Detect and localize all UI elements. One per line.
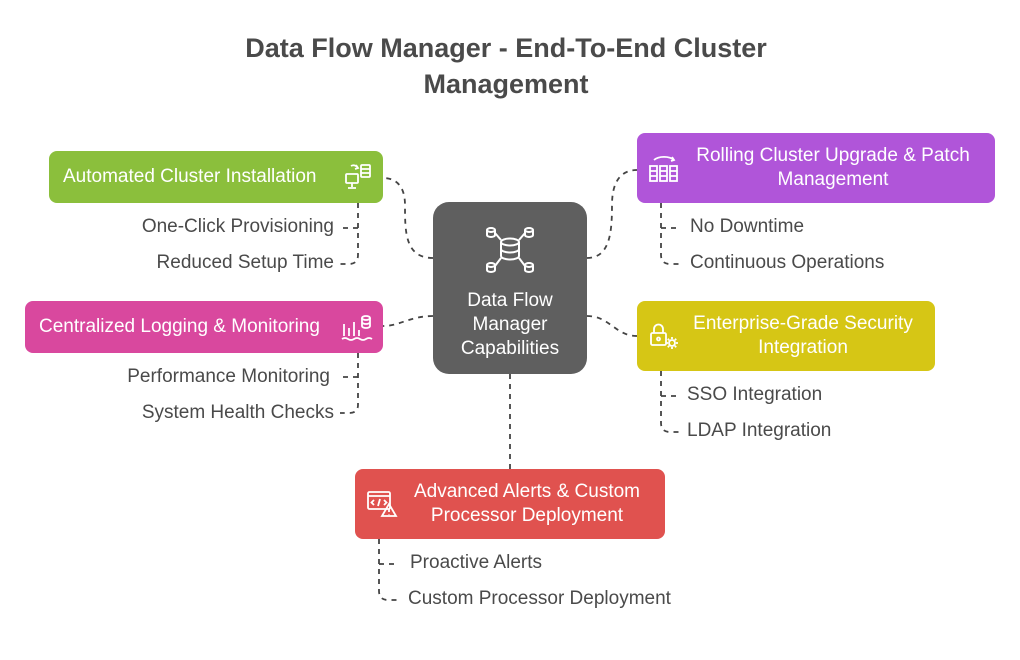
sub-proactive-alerts: Proactive Alerts bbox=[410, 552, 542, 573]
connector-center-rolling bbox=[586, 169, 638, 259]
connector-logging-children bbox=[340, 353, 359, 414]
sub-custom-processor-deployment: Custom Processor Deployment bbox=[408, 588, 671, 609]
sub-system-health-checks: System Health Checks bbox=[141, 402, 334, 423]
diagram-title: Data Flow Manager - End-To-End Cluster M… bbox=[245, 33, 767, 99]
code-warning-icon bbox=[365, 489, 399, 519]
sub-one-click-provisioning: One-Click Provisioning bbox=[141, 216, 334, 237]
server-setup-icon bbox=[343, 162, 373, 192]
branch-label: Advanced Alerts & Custom Processor Deplo… bbox=[414, 481, 640, 526]
chart-database-icon bbox=[341, 312, 373, 342]
connector-automated-children bbox=[340, 203, 359, 265]
sub-sso-integration: SSO Integration bbox=[687, 384, 823, 405]
branch-advanced-alerts: Advanced Alerts & Custom Processor Deplo… bbox=[355, 469, 665, 539]
sub-ldap-integration: LDAP Integration bbox=[687, 420, 832, 441]
branch-automated-cluster-installation: Automated Cluster Installation bbox=[49, 151, 383, 203]
connector-rolling-children bbox=[660, 203, 680, 265]
connector-security-children bbox=[660, 371, 680, 433]
center-label: Data Flow Manager Capabilities bbox=[460, 290, 560, 359]
branch-centralized-logging-monitoring: Centralized Logging & Monitoring bbox=[25, 301, 383, 353]
sub-performance-monitoring: Performance Monitoring bbox=[127, 366, 330, 387]
database-network-icon bbox=[483, 224, 537, 281]
sub-continuous-operations: Continuous Operations bbox=[690, 252, 885, 273]
branch-rolling-cluster-upgrade: Rolling Cluster Upgrade & Patch Manageme… bbox=[637, 133, 995, 203]
sub-no-downtime: No Downtime bbox=[690, 216, 805, 237]
branch-label: Centralized Logging & Monitoring bbox=[39, 316, 320, 337]
center-node: Data Flow Manager Capabilities bbox=[433, 202, 587, 374]
lock-gear-icon bbox=[647, 321, 681, 351]
cluster-refresh-icon bbox=[647, 152, 681, 184]
connector-center-automated bbox=[382, 177, 434, 259]
connector-center-security bbox=[586, 315, 638, 337]
connector-center-logging bbox=[382, 315, 434, 327]
branch-label: Automated Cluster Installation bbox=[63, 166, 317, 187]
branch-label: Rolling Cluster Upgrade & Patch Manageme… bbox=[696, 145, 970, 190]
connector-alerts-children bbox=[378, 539, 398, 601]
branch-label: Enterprise-Grade Security Integration bbox=[693, 313, 913, 358]
branch-enterprise-security: Enterprise-Grade Security Integration bbox=[637, 301, 935, 371]
sub-reduced-setup-time: Reduced Setup Time bbox=[156, 252, 334, 273]
